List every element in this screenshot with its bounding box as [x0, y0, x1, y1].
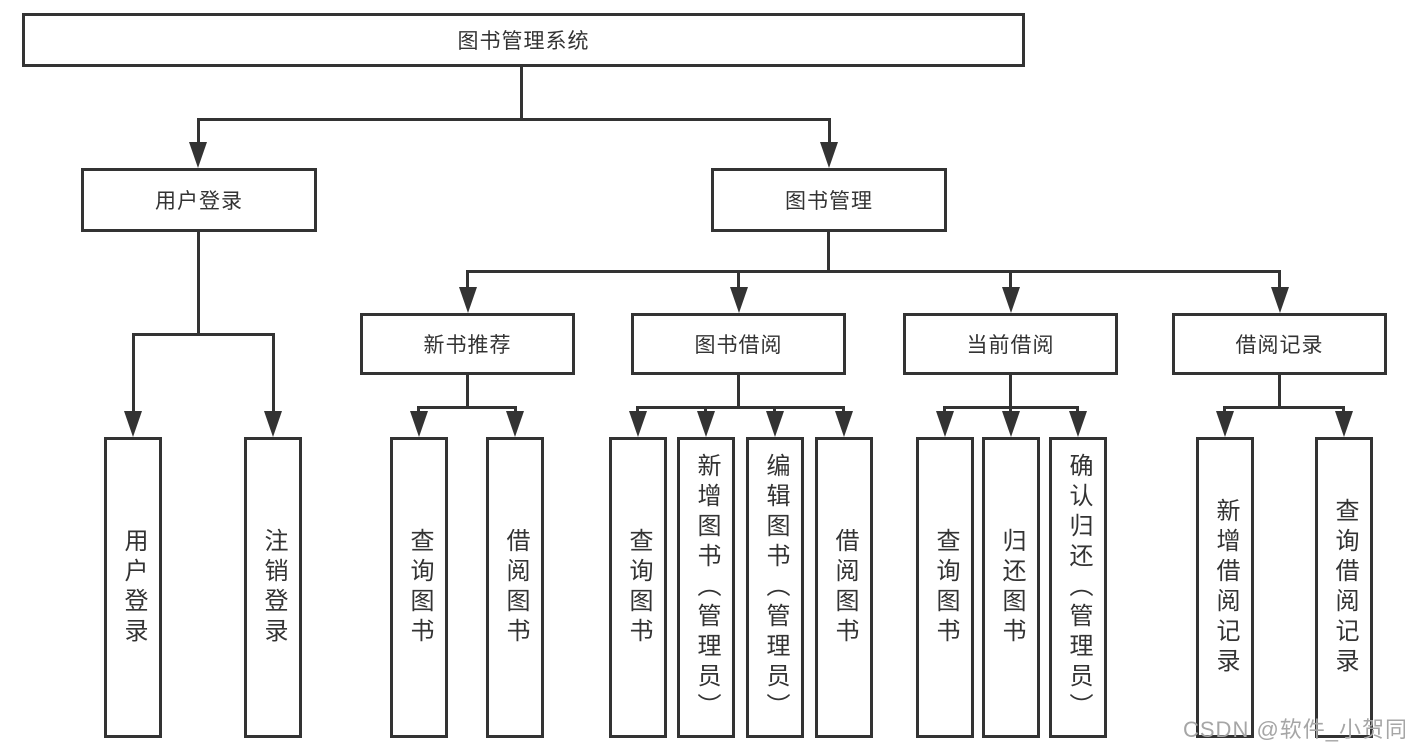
arrowhead-down-icon [1069, 411, 1087, 437]
leaf-return-books-label: 归还图书 [998, 527, 1025, 648]
connector-line [1076, 406, 1079, 415]
arrowhead-down-icon [697, 411, 715, 437]
watermark: CSDN @软件_小贺同学 [1183, 717, 1405, 742]
leaf-add-borrow-record: 新增借阅记录 [1196, 437, 1254, 738]
leaf-borrow-books-label: 借阅图书 [831, 527, 858, 648]
arrowhead-down-icon [459, 287, 477, 313]
leaf-edit-books-admin-label: 编辑图书（管理员） [762, 452, 789, 723]
arrowhead-down-icon [835, 411, 853, 437]
node-current-borrow-label: 当前借阅 [966, 334, 1055, 357]
leaf-query-borrow-record-label: 查询借阅记录 [1331, 497, 1358, 678]
leaf-add-books-admin-label: 新增图书（管理员） [693, 452, 720, 723]
leaf-borrow-books-recommend-label: 借阅图书 [502, 527, 529, 648]
node-new-book-recommend: 新书推荐 [360, 313, 575, 375]
arrowhead-down-icon [1002, 411, 1020, 437]
node-root-label: 图书管理系统 [457, 30, 590, 53]
arrowhead-down-icon [1002, 287, 1020, 313]
node-user-login-label: 用户登录 [155, 190, 243, 213]
connector-line [1223, 406, 1345, 409]
connector-line [197, 232, 200, 335]
arrowhead-down-icon [820, 142, 838, 168]
leaf-add-books-admin: 新增图书（管理员） [677, 437, 735, 738]
connector-line [636, 406, 845, 409]
connector-line [1009, 270, 1012, 294]
leaf-logout: 注销登录 [244, 437, 302, 738]
arrowhead-down-icon [730, 287, 748, 313]
connector-line [466, 375, 469, 408]
arrowhead-down-icon [936, 411, 954, 437]
connector-line [1009, 406, 1012, 415]
connector-line [417, 406, 517, 409]
arrowhead-down-icon [264, 411, 282, 437]
leaf-confirm-return-admin-label: 确认归还（管理员） [1065, 452, 1092, 723]
leaf-borrow-books: 借阅图书 [815, 437, 873, 738]
node-book-borrow-label: 图书借阅 [694, 334, 783, 357]
leaf-query-books-current-label: 查询图书 [932, 527, 959, 648]
leaf-add-borrow-record-label: 新增借阅记录 [1212, 497, 1239, 678]
connector-line [132, 333, 275, 336]
leaf-return-books: 归还图书 [982, 437, 1040, 738]
arrowhead-down-icon [124, 411, 142, 437]
connector-line [1223, 406, 1226, 415]
arrowhead-down-icon [410, 411, 428, 437]
leaf-query-books-recommend: 查询图书 [390, 437, 448, 738]
leaf-user-login-label: 用户登录 [120, 527, 147, 648]
leaf-query-books-recommend-label: 查询图书 [406, 527, 433, 648]
arrowhead-down-icon [1216, 411, 1234, 437]
connector-line [520, 67, 523, 120]
leaf-query-books-borrow-label: 查询图书 [625, 527, 652, 648]
node-book-management: 图书管理 [711, 168, 947, 232]
leaf-query-books-borrow: 查询图书 [609, 437, 667, 738]
connector-line [1342, 406, 1345, 415]
connector-line [197, 118, 831, 121]
connector-line [737, 270, 740, 294]
leaf-logout-label: 注销登录 [260, 527, 287, 648]
connector-line [1278, 270, 1281, 294]
connector-line [737, 375, 740, 408]
node-book-borrow: 图书借阅 [631, 313, 846, 375]
leaf-user-login: 用户登录 [104, 437, 162, 738]
leaf-query-books-current: 查询图书 [916, 437, 974, 738]
connector-line [466, 270, 469, 294]
connector-line [197, 118, 200, 146]
leaf-borrow-books-recommend: 借阅图书 [486, 437, 544, 738]
connector-line [842, 406, 845, 415]
connector-line [132, 333, 135, 417]
connector-line [1009, 375, 1012, 408]
arrowhead-down-icon [1271, 287, 1289, 313]
node-book-management-label: 图书管理 [785, 190, 873, 213]
connector-line [704, 406, 707, 415]
node-borrow-records: 借阅记录 [1172, 313, 1387, 375]
connector-line [417, 406, 420, 415]
connector-line [1278, 375, 1281, 408]
node-root: 图书管理系统 [22, 13, 1025, 67]
arrowhead-down-icon [189, 142, 207, 168]
node-new-book-recommend-label: 新书推荐 [423, 334, 512, 357]
connector-line [943, 406, 946, 415]
leaf-confirm-return-admin: 确认归还（管理员） [1049, 437, 1107, 738]
connector-line [636, 406, 639, 415]
arrowhead-down-icon [506, 411, 524, 437]
node-borrow-records-label: 借阅记录 [1235, 334, 1324, 357]
leaf-edit-books-admin: 编辑图书（管理员） [746, 437, 804, 738]
connector-line [827, 232, 830, 272]
arrowhead-down-icon [1335, 411, 1353, 437]
connector-line [514, 406, 517, 415]
connector-line [272, 333, 275, 417]
connector-line [828, 118, 831, 146]
leaf-query-borrow-record: 查询借阅记录 [1315, 437, 1373, 738]
arrowhead-down-icon [629, 411, 647, 437]
connector-line [773, 406, 776, 415]
node-user-login: 用户登录 [81, 168, 317, 232]
arrowhead-down-icon [766, 411, 784, 437]
connector-line [466, 270, 1281, 273]
node-current-borrow: 当前借阅 [903, 313, 1118, 375]
